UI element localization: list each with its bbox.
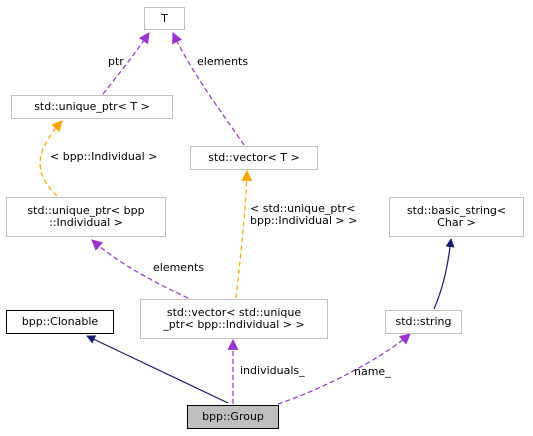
node-vector-t[interactable]: std::vector< T > [190,146,318,170]
edge-elements-mid [91,239,189,299]
edge-elements-top [172,32,245,146]
node-t[interactable]: T [144,7,185,30]
edge-label-elements-top: elements [197,55,249,68]
edge-label-template-unique-ptr-individual: < std::unique_ptr< bpp::Individual > > [250,202,358,227]
node-string[interactable]: std::string [385,310,462,334]
edge-template-unique-ptr [39,120,63,197]
node-unique-ptr-individual[interactable]: std::unique_ptr< bpp ::Individual > [6,197,166,237]
edge-label-template-individual: < bpp::Individual > [50,150,158,163]
node-clonable[interactable]: bpp::Clonable [6,310,114,334]
node-unique-ptr-t[interactable]: std::unique_ptr< T > [11,95,173,119]
edge-label-elements-mid: elements [153,261,205,274]
edge-group-clonable [86,335,229,404]
edge-label-individuals: individuals_ [240,364,305,377]
edge-name [277,333,411,405]
edge-label-ptr: ptr [108,55,124,68]
node-basic-string[interactable]: std::basic_string< Char > [389,197,524,237]
node-vector-unique-ptr[interactable]: std::vector< std::unique _ptr< bpp::Indi… [140,299,328,339]
node-group: bpp::Group [187,405,279,429]
edge-template-vector [235,169,253,299]
edge-label-name: name_ [354,365,391,378]
edge-string-basic-string [433,238,455,310]
